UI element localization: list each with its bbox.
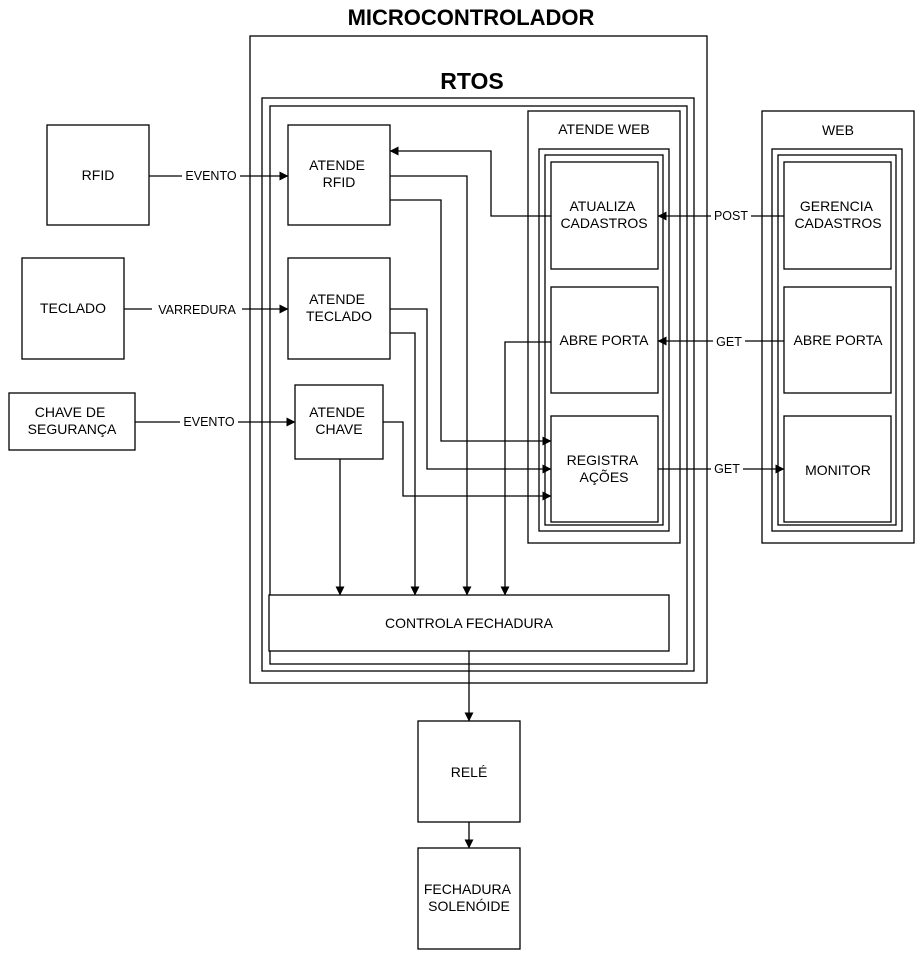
atende-teclado-block [287,257,391,360]
rtos-frame-outer [261,97,695,672]
atende-chave-label: ATENDE CHAVE [309,404,369,437]
rfid-block [46,124,150,226]
registra-acoes-label: REGISTRA AÇÕES [567,452,642,485]
atende-teclado-label: ATENDE TECLADO [306,291,372,324]
atende-rfid-to-controla-arrow [390,175,472,596]
abre-porta-web-label: ABRE PORTA [794,332,884,348]
microcontroller-title: MICROCONTROLADOR [348,5,595,30]
chave-label: CHAVE DE SEGURANÇA [28,404,117,437]
atende-rfid-label: ATENDE RFID [309,157,369,190]
atende-chave-block [294,384,384,460]
atualiza-cadastros-block [550,161,659,270]
abre-porta-task-label: ABRE PORTA [560,332,650,348]
monitor-label: MONITOR [805,462,871,478]
get-monitor-label: GET [714,462,740,476]
teclado-label: TECLADO [40,300,106,316]
atende-web-title: ATENDE WEB [558,121,650,137]
rfid-evento-label: EVENTO [185,169,236,183]
gerencia-cadastros-label: GERENCIA CADASTROS [794,198,881,231]
web-inner-2 [777,154,897,526]
controla-fechadura-label: CONTROLA FECHADURA [385,615,554,631]
registra-acoes-block [550,415,659,523]
web-frame [761,110,915,544]
atualiza-to-atende-rfid-arrow [389,146,551,217]
rele-block [417,720,521,823]
chave-block [8,392,136,451]
rele-label: RELÉ [451,764,488,780]
atende-teclado-to-registra-arrow [390,308,552,474]
chave-evento-label: EVENTO [183,415,234,429]
teclado-block [21,257,125,360]
atende-web-frame [527,110,681,544]
microcontroller-frame [249,35,708,684]
post-label: POST [714,209,748,223]
atende-chave-to-registra-arrow [383,421,552,501]
web-inner-1 [771,148,903,532]
get-abre-porta-label: GET [716,335,742,349]
rfid-label: RFID [82,167,115,183]
fechadura-block [417,847,521,950]
abre-porta-task-block [550,286,659,394]
atende-web-inner-1 [538,148,670,532]
teclado-varredura-label: VARREDURA [158,303,236,317]
abre-porta-to-controla-arrow [500,341,551,596]
rtos-frame-inner [269,105,688,665]
gerencia-cadastros-block [783,161,892,270]
atende-rfid-block [287,124,391,226]
monitor-block [783,415,892,523]
web-title: WEB [822,122,854,138]
atende-rfid-to-registra-arrow [390,199,552,446]
fechadura-label: FECHADURA SOLENÓIDE [424,881,514,914]
atualiza-cadastros-label: ATUALIZA CADASTROS [560,198,647,231]
rtos-title: RTOS [440,68,503,94]
atende-teclado-to-controla-arrow [390,332,420,596]
controla-fechadura-block [268,594,670,652]
abre-porta-web-block [783,286,892,394]
